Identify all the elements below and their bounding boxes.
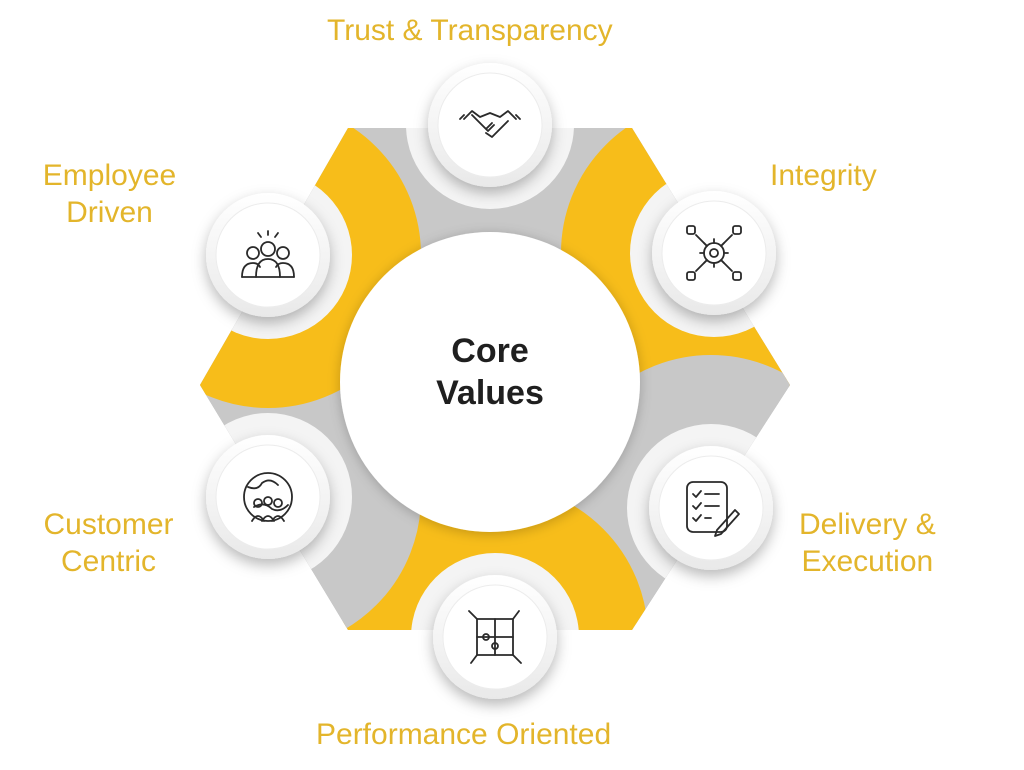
disc-customer: [206, 435, 330, 559]
checklist-icon: [686, 481, 740, 537]
puzzle-icon: [468, 610, 522, 664]
center-area: [340, 232, 640, 532]
center-title: Core Values: [390, 330, 590, 414]
label-delivery: Delivery & Execution: [799, 508, 936, 578]
disc-delivery: [649, 446, 773, 570]
center-title-line1: Core: [451, 332, 529, 370]
label-performance: Performance Oriented: [316, 718, 612, 751]
gear-network-icon: [686, 225, 742, 281]
disc-integrity: [652, 191, 776, 315]
label-customer: Customer Centric: [43, 508, 174, 578]
label-integrity: Integrity: [770, 159, 877, 192]
disc-performance: [433, 575, 557, 699]
handshake-icon: [459, 110, 521, 138]
globe-people-icon: [243, 472, 293, 522]
disc-employee: [206, 193, 330, 317]
label-trust: Trust & Transparency: [327, 14, 613, 47]
center-title-line2: Values: [436, 374, 544, 412]
label-employee: Employee Driven: [42, 159, 177, 229]
team-icon: [241, 230, 295, 278]
disc-trust: [428, 63, 552, 187]
